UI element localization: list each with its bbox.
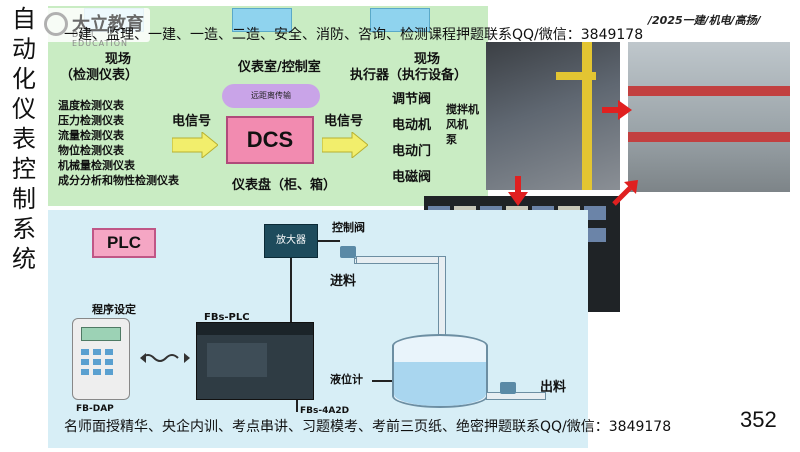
actuator-item: 调节阀 [392,92,432,107]
red-arrow-diagonal-icon [612,180,638,206]
plc-label: PLC [92,228,156,258]
plc-unit [196,322,314,400]
amplifier-box: 放大器 [264,224,318,258]
programmer-key [105,359,113,365]
program-label: 程序设定 [92,303,136,316]
field-right-title: 现场 [414,52,441,67]
tagline: /2025一建/机电/高扬/ [648,14,761,27]
control-valve-label: 控制阀 [332,221,365,234]
sensor-item: 机械量检测仪表 [58,159,135,172]
sensor-item: 流量检测仪表 [58,129,124,142]
actuator-item: 电动机 [392,118,432,133]
level-meter-label: 液位计 [330,373,363,386]
outlet-pipe [486,392,546,400]
signal-in-arrow-icon [172,132,218,158]
programmer-key [81,349,89,355]
logo-sub: DALI EDUCATION [72,30,129,48]
programmer-key [93,369,101,375]
sensor-item: 物位检测仪表 [58,144,124,157]
logo-name: 大立教育 [72,14,144,35]
photo-detail [582,42,592,190]
transmission-cloud: 远距离传输 [222,84,320,108]
bottom-banner-text: 名师面授精华、央企内训、考点串讲、习题模考、考前三页纸、绝密押题联系QQ/微信：… [64,419,672,435]
brand-logo: 大立教育 DALI EDUCATION [40,8,150,48]
inlet-pipe [356,256,446,264]
top-banner-text: 一建、监理、一建、一造、二造、安全、消防、咨询、检测课程押题联系QQ/微信：38… [64,27,644,43]
field-instrument-photo [486,42,620,190]
sensor-item: 成分分析和物性检测仪表 [58,174,179,187]
logo-mark-icon [44,12,68,36]
tank-liquid [394,362,486,406]
plc-front-panel [207,343,267,377]
title-char: 化 [12,65,36,93]
title-char: 系 [12,215,36,243]
actuator-item: 电动门 [392,144,432,159]
storage-tank [392,334,488,408]
programmer-key [105,369,113,375]
page-number: 352 [740,407,777,432]
actuator-item: 电磁阀 [392,170,432,185]
title-char: 仪 [12,95,36,123]
signal-in-label: 电信号 [172,114,212,129]
sensor-item: 温度检测仪表 [58,99,124,112]
outlet-valve-icon [500,382,516,394]
programmer-label: FB-DAP [76,404,114,414]
plc-terminal-strip [197,323,313,335]
title-char: 自 [12,5,36,33]
title-char: 表 [12,125,36,153]
inflow-label: 进料 [330,274,357,289]
decorative-banner [232,8,292,32]
signal-wire [296,400,298,412]
title-char: 制 [12,185,36,213]
programmer-key [105,349,113,355]
outflow-label: 出料 [540,380,567,395]
cabinet-label: 仪表盘（柜、箱） [232,178,337,193]
photo-detail [584,228,606,242]
pipework-photo [628,42,790,192]
field-left-sub: （检测仪表） [60,68,139,83]
signal-out-arrow-icon [322,132,368,158]
title-char: 统 [12,245,36,273]
photo-detail [584,206,606,220]
vertical-title: 自 动 化 仪 表 控 制 系 统 [6,4,42,274]
programmer-key [81,369,89,375]
programmer-screen [81,327,121,341]
signal-wire [318,240,340,242]
control-valve-icon [340,246,356,258]
programmer-key [93,359,101,365]
programmer-key [93,349,101,355]
photo-detail [628,132,790,142]
title-char: 控 [12,155,36,183]
module-label: FBs-4A2D [300,406,350,416]
comm-link-icon [140,353,190,363]
photo-detail [628,86,790,96]
control-room-label: 仪表室/控制室 [238,60,321,75]
red-arrow-down-icon [508,176,528,206]
red-arrow-right-icon [602,100,632,120]
photo-detail [556,72,596,80]
signal-out-label: 电信号 [324,114,364,129]
field-left-title: 现场 [104,52,131,67]
field-right-sub: 执行器（执行设备） [350,68,468,83]
programming-unit [72,318,130,400]
plc-unit-label: FBs-PLC [204,312,250,323]
title-char: 动 [12,35,36,63]
decorative-banner [370,8,430,32]
programmer-key [81,359,89,365]
sensor-item: 压力检测仪表 [58,114,124,127]
level-sensor-wire [372,380,392,382]
motor-note: 搅拌机 风机 泵 [446,103,479,146]
dcs-box: DCS [226,116,314,164]
inlet-pipe [438,256,446,336]
signal-wire [290,258,292,322]
